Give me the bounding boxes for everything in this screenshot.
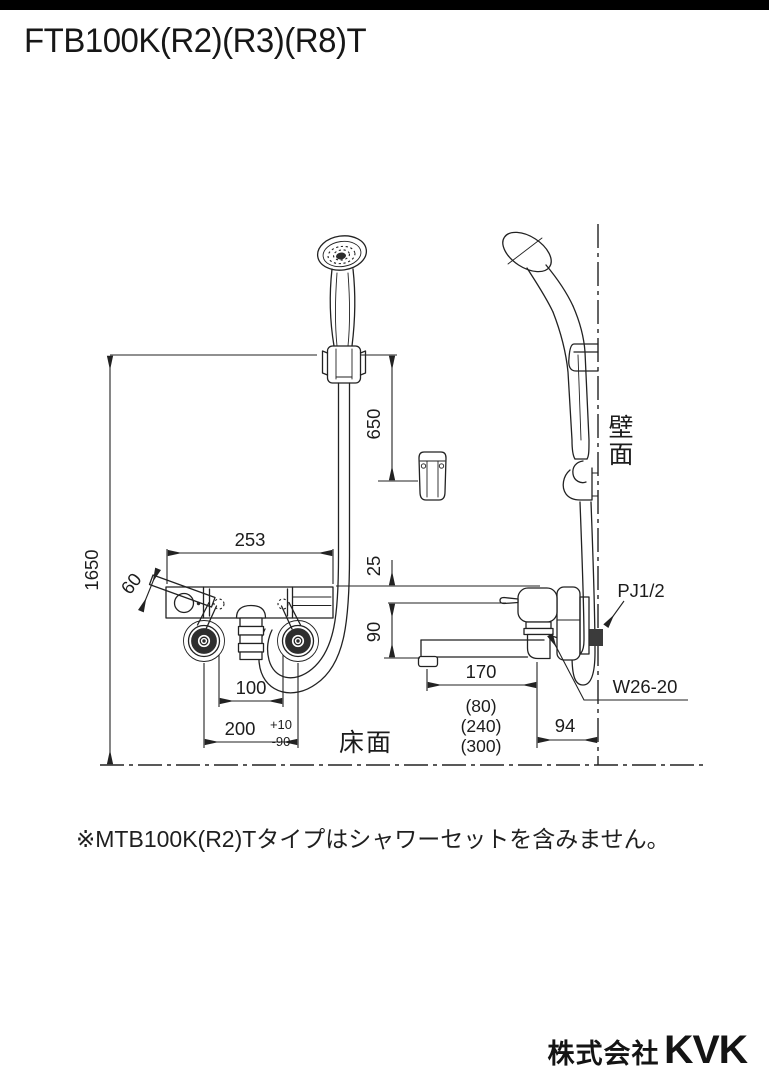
temperature-lever-front <box>148 574 216 608</box>
shower-head-front <box>316 235 368 271</box>
product-model-title: FTB100K(R2)(R3)(R8)T <box>24 22 367 60</box>
top-black-bar <box>0 0 769 10</box>
label-hose-thread: W26-20 <box>613 676 678 697</box>
shower-handle-front <box>329 268 356 347</box>
wall-nipple <box>589 629 603 646</box>
shower-hook-front <box>418 451 447 501</box>
dim-spout-option-2: (240) <box>461 716 502 736</box>
dim-inner-pitch: 100 <box>236 677 267 698</box>
right-mounting-leg <box>277 598 319 662</box>
shower-hook-side <box>562 460 599 501</box>
dim-handle-length: 60 <box>116 569 145 598</box>
dim-spout-option-3: (300) <box>461 736 502 756</box>
company-name: KVK <box>663 1028 748 1072</box>
label-wall-surface: 壁面 <box>605 414 634 468</box>
dim-spout-height: 90 <box>363 622 384 643</box>
shower-holder-front <box>321 345 367 384</box>
dimension-annotations: 1650 650 253 60 100 200 +10 -90 <box>81 354 688 765</box>
dim-wall-offset: 94 <box>555 715 576 736</box>
label-wall-thread: PJ1/2 <box>617 580 664 601</box>
company-prefix: 株式会社 <box>547 1039 660 1069</box>
faucet-side <box>417 586 603 668</box>
dim-body-width: 253 <box>235 529 266 550</box>
dim-spout-option-1: (80) <box>465 696 496 716</box>
spout-side <box>417 639 545 668</box>
dim-total-height: 1650 <box>81 549 102 590</box>
footnote: ※MTB100K(R2)Tタイプはシャワーセットを含みません。 <box>76 826 670 852</box>
dim-pitch-tol-upper: +10 <box>270 717 292 732</box>
aerator-tip <box>417 655 439 668</box>
center-spout-front <box>235 604 267 661</box>
handle-knob-side <box>517 587 558 623</box>
dim-mount-pitch: 200 <box>225 718 256 739</box>
dim-top-offset: 25 <box>363 556 384 577</box>
dim-hose-drop: 650 <box>363 409 384 440</box>
front-view <box>148 235 447 694</box>
left-mounting-leg <box>183 598 225 662</box>
dim-pitch-tol-lower: -90 <box>272 734 291 749</box>
shower-holder-side <box>568 343 599 372</box>
company-logo: 株式会社 KVK <box>547 1028 748 1073</box>
shower-head-side <box>502 231 590 460</box>
label-floor-surface: 床面 <box>339 729 393 757</box>
dim-spout-length: 170 <box>466 661 497 682</box>
side-view <box>100 224 703 766</box>
